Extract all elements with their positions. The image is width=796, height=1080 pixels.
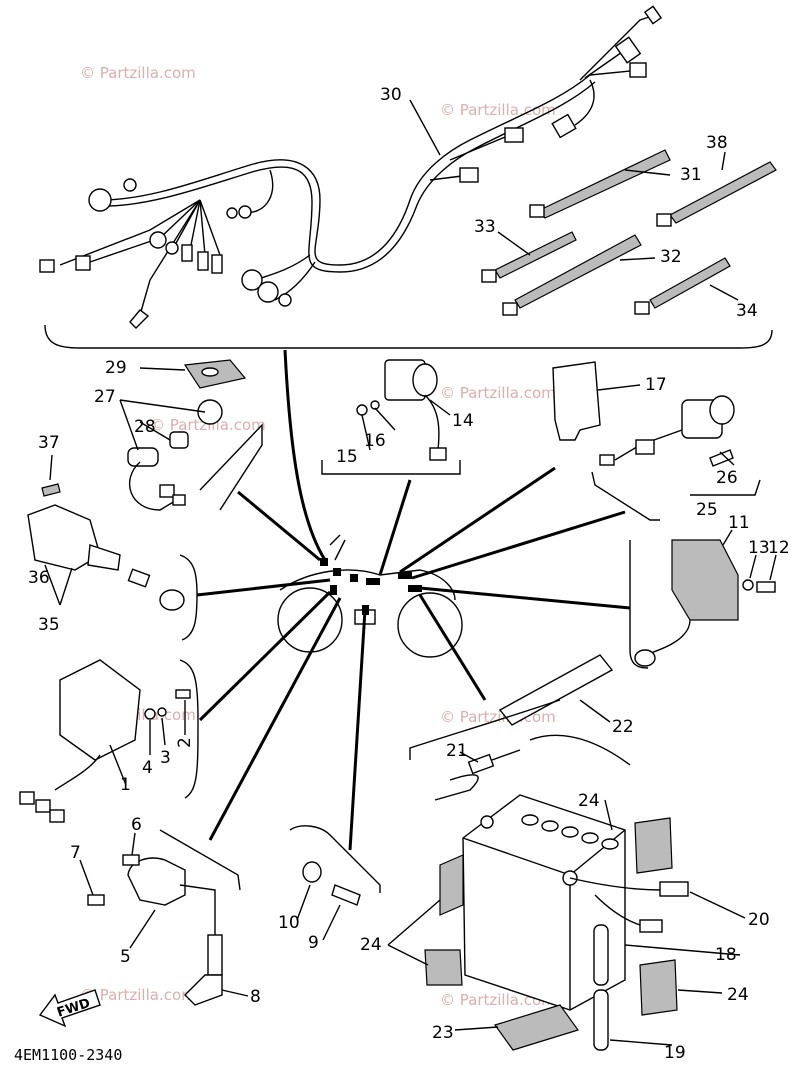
callout-label: 30 bbox=[380, 85, 402, 105]
fwd-arrow-icon: FWD bbox=[38, 989, 101, 1028]
callout-label: 35 bbox=[38, 615, 60, 635]
callout-label: 13 bbox=[748, 538, 770, 558]
watermark: © Partzilla.com bbox=[440, 101, 556, 119]
callout-label: 1 bbox=[120, 775, 131, 795]
ignition-switch-35-37 bbox=[27, 483, 198, 641]
regulator-11-13 bbox=[629, 539, 776, 669]
callout-label: 20 bbox=[748, 910, 770, 930]
watermark: © Partzilla.com bbox=[80, 64, 196, 82]
callout-label: 9 bbox=[308, 933, 319, 953]
watermark: © Partzilla.com bbox=[440, 384, 556, 402]
ignition-coil-5-8 bbox=[87, 829, 241, 1006]
callout-label: 14 bbox=[452, 411, 474, 431]
callout-label: 24 bbox=[727, 985, 749, 1005]
callout-label: 34 bbox=[736, 301, 758, 321]
callout-label: 16 bbox=[364, 431, 386, 451]
callout-label: 3 bbox=[160, 748, 171, 768]
wire-harness bbox=[39, 5, 663, 329]
cdi-unit-1-4 bbox=[19, 659, 199, 823]
callout-label: 29 bbox=[105, 358, 127, 378]
callout-label: 10 bbox=[278, 913, 300, 933]
watermark: © Partzilla.com bbox=[80, 986, 196, 1004]
cable-ties bbox=[481, 149, 777, 316]
starter-relay-25-26 bbox=[591, 395, 761, 521]
callout-leaders bbox=[44, 99, 777, 1046]
top-group-brace bbox=[44, 324, 773, 349]
callout-label: 27 bbox=[94, 387, 116, 407]
callout-label: 7 bbox=[70, 843, 81, 863]
callout-label: 19 bbox=[664, 1043, 686, 1063]
callout-label: 4 bbox=[142, 758, 153, 778]
callout-label: 11 bbox=[728, 513, 750, 533]
callout-label: 33 bbox=[474, 217, 496, 237]
connection-markers bbox=[320, 558, 422, 615]
pads-and-tubes bbox=[424, 817, 678, 1051]
fwd-label: FWD bbox=[55, 996, 92, 1021]
leader-harness bbox=[283, 349, 327, 561]
callout-label: 37 bbox=[38, 433, 60, 453]
callout-label: 17 bbox=[645, 375, 667, 395]
watermark: © Partzilla.com bbox=[150, 416, 266, 434]
neutral-switch-9-10 bbox=[289, 825, 381, 906]
callout-label: 2 bbox=[175, 737, 195, 748]
sensor-group-27-28 bbox=[127, 399, 263, 511]
callout-label: 5 bbox=[120, 947, 131, 967]
relay-group-14-16 bbox=[321, 359, 461, 475]
callout-labels: 1 2 3 4 5 6 7 8 9 10 11 12 13 14 15 16 1… bbox=[28, 85, 790, 1063]
callout-label: 18 bbox=[715, 945, 737, 965]
battery-cable-21-22 bbox=[409, 654, 631, 801]
callout-label: 12 bbox=[768, 538, 790, 558]
callout-label: 26 bbox=[716, 468, 738, 488]
callout-label: 24 bbox=[360, 935, 382, 955]
callout-label: 8 bbox=[250, 987, 261, 1007]
callout-label: 21 bbox=[446, 741, 468, 761]
callout-label: 24 bbox=[578, 791, 600, 811]
callout-label: 15 bbox=[336, 447, 358, 467]
battery-18 bbox=[462, 794, 689, 1011]
cover-17 bbox=[552, 361, 601, 441]
diagram-code: 4EM1100-2340 bbox=[14, 1046, 122, 1064]
motorcycle-outline bbox=[277, 534, 463, 658]
callout-label: 23 bbox=[432, 1023, 454, 1043]
callout-label: 28 bbox=[134, 417, 156, 437]
callout-label: 38 bbox=[706, 133, 728, 153]
callout-label: 32 bbox=[660, 247, 682, 267]
callout-label: 22 bbox=[612, 717, 634, 737]
callout-label: 36 bbox=[28, 568, 50, 588]
callout-label: 31 bbox=[680, 165, 702, 185]
leader-lines bbox=[196, 466, 631, 851]
callout-label: 25 bbox=[696, 500, 718, 520]
callout-label: 6 bbox=[131, 815, 142, 835]
